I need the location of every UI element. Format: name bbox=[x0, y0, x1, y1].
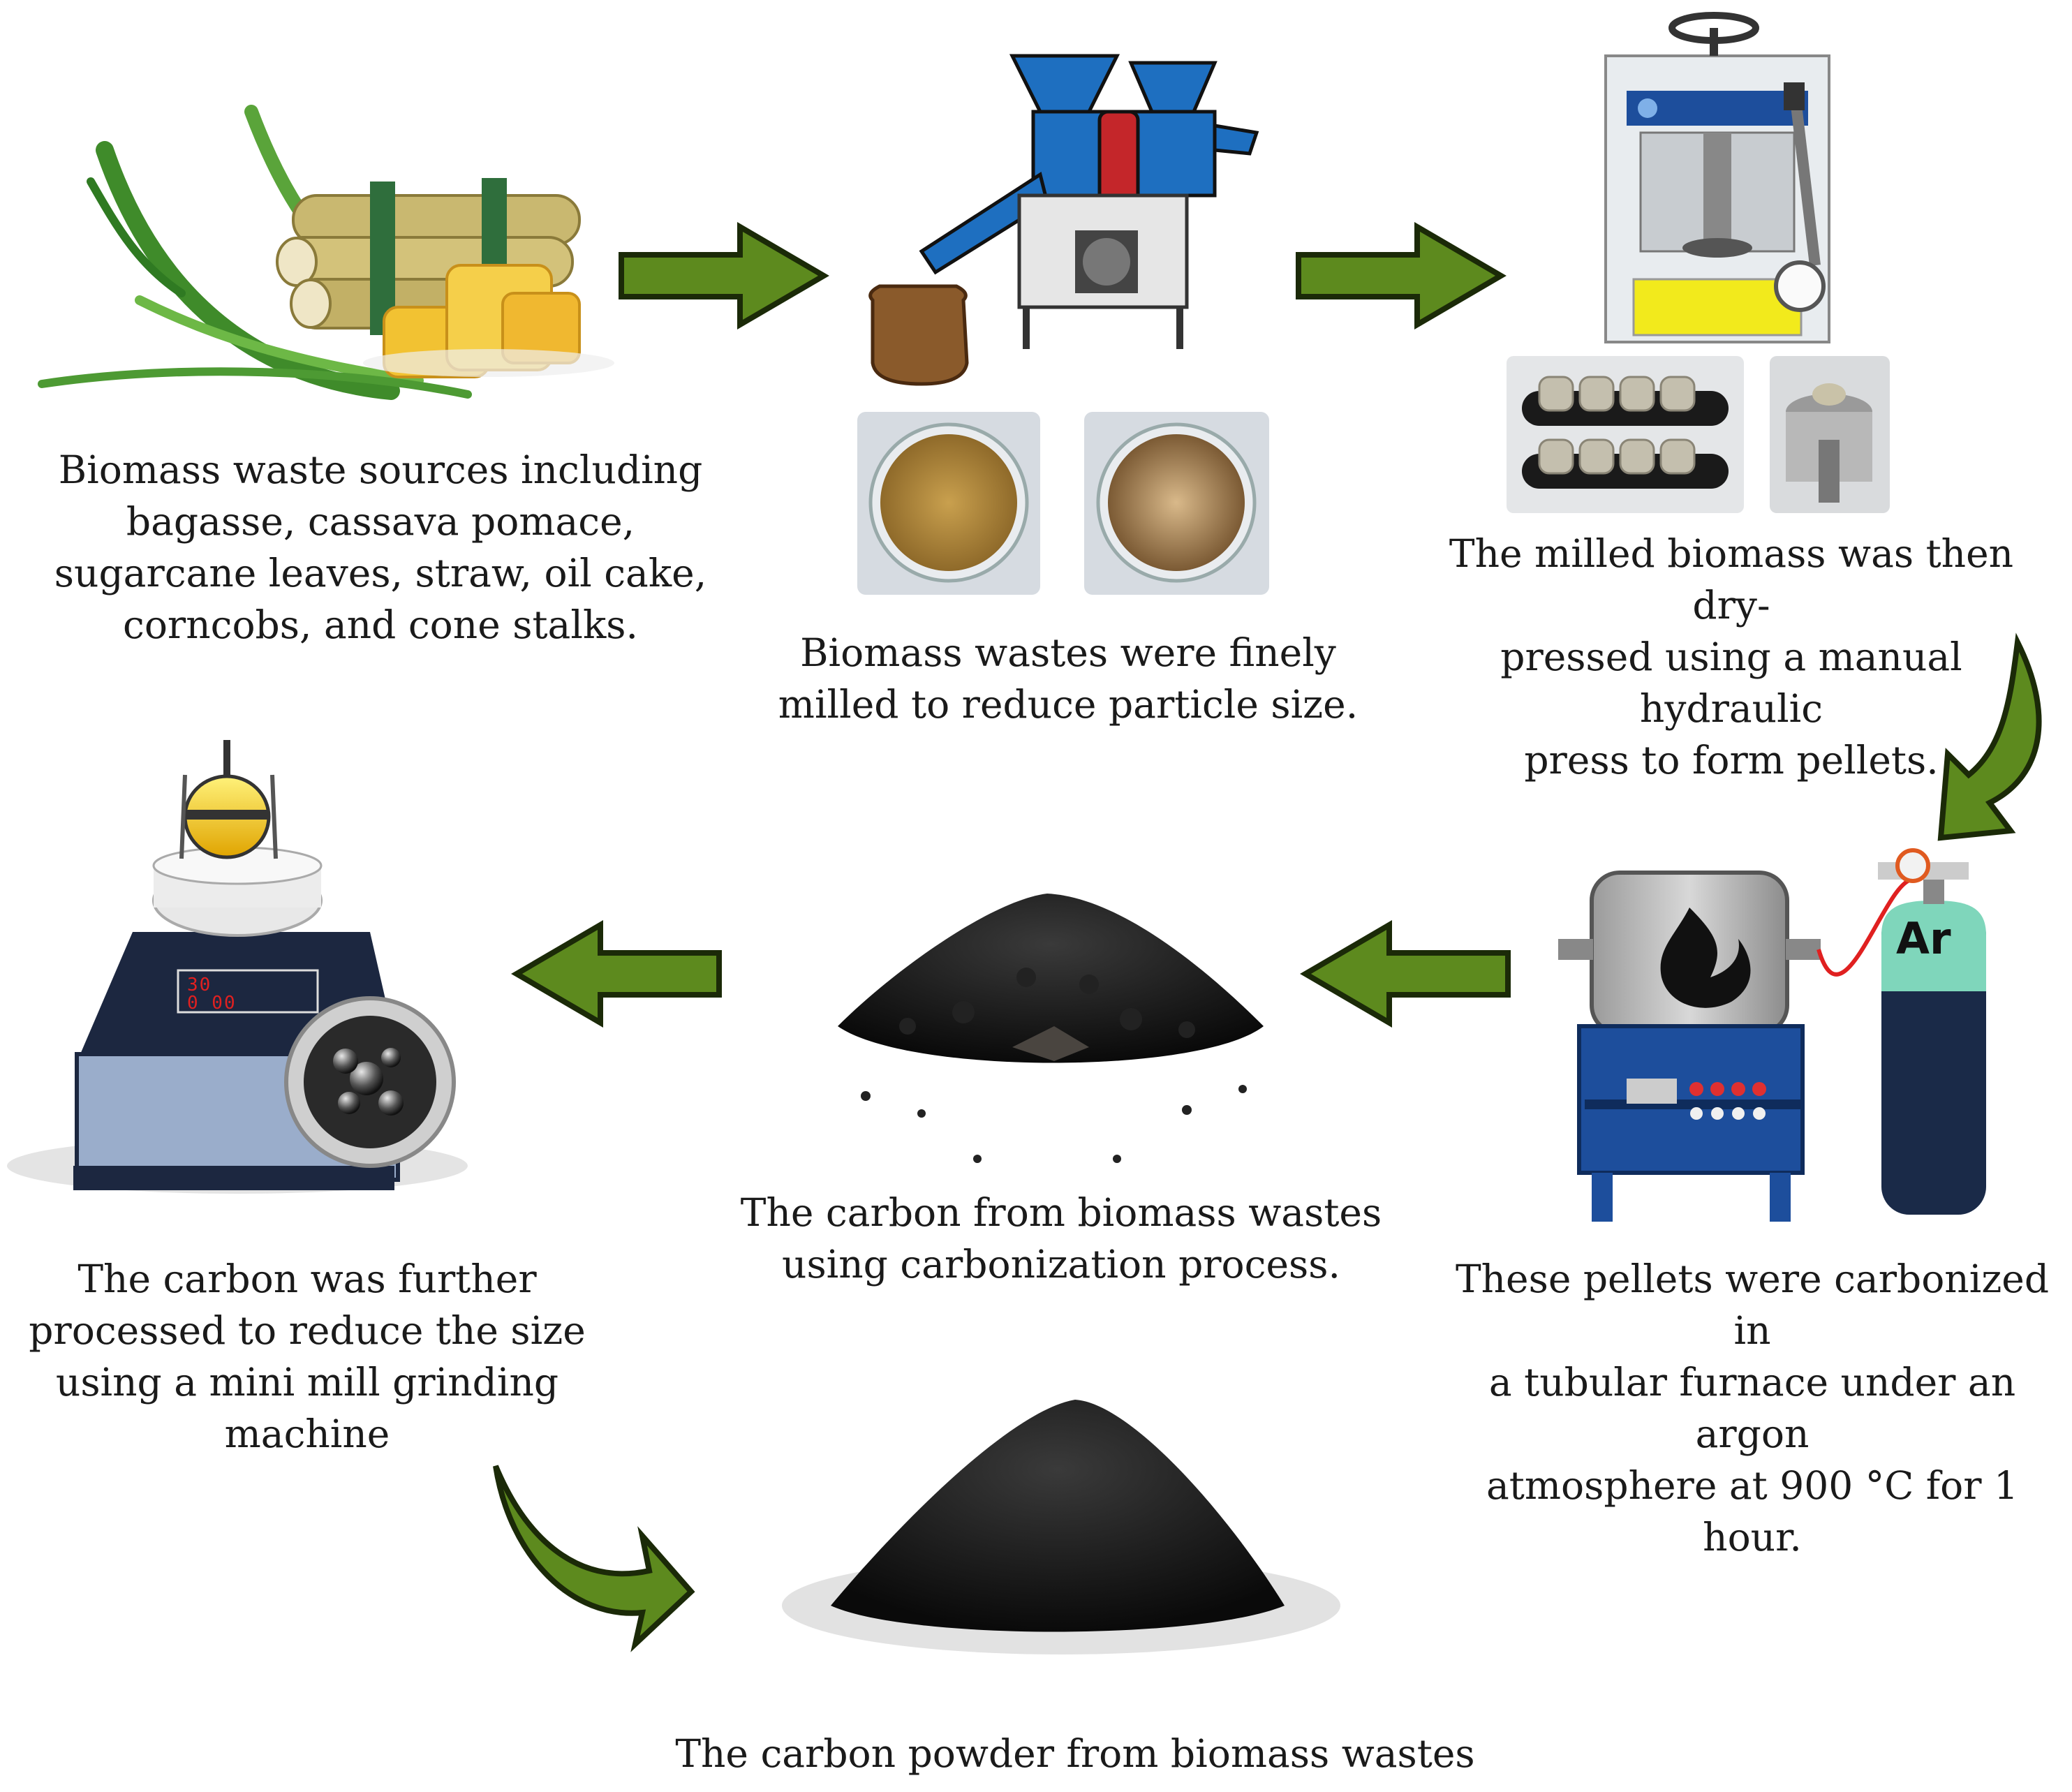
carbon-powder-illustration bbox=[782, 1400, 1340, 1654]
mini-mill-illustration bbox=[7, 740, 468, 1194]
argon-cylinder-label: Ar bbox=[1896, 913, 1951, 964]
mill-display-bottom: 0 00 bbox=[187, 993, 237, 1014]
biomass-sources-illustration bbox=[38, 105, 614, 400]
pellet-die-photo bbox=[1770, 356, 1890, 513]
tube-furnace-illustration bbox=[1558, 871, 1821, 1222]
flow-arrow-icon bbox=[1296, 222, 1507, 329]
hydraulic-press-illustration bbox=[1604, 12, 1830, 343]
caption-carbon-product: The carbon from biomass wastes using car… bbox=[740, 1190, 1382, 1287]
curved-arrow-icon bbox=[1937, 632, 2042, 841]
flow-arrow-icon bbox=[511, 920, 722, 1028]
caption-biomass-sources: Biomass waste sources including bagasse,… bbox=[54, 447, 707, 647]
mill-machine-illustration bbox=[868, 54, 1259, 386]
flow-arrow-icon bbox=[1300, 920, 1511, 1028]
carbon-pile-illustration bbox=[838, 894, 1264, 1163]
curved-arrow-icon bbox=[493, 1465, 695, 1652]
pellets-tray-photo bbox=[1507, 356, 1744, 513]
caption-grinding: The carbon was further processed to redu… bbox=[29, 1257, 586, 1456]
flow-arrow-icon bbox=[619, 222, 829, 329]
caption-milling: Biomass wastes were finely milled to red… bbox=[778, 630, 1359, 727]
caption-carbonization-furnace: These pellets were carbonized in a tubul… bbox=[1455, 1257, 2050, 1560]
flame-icon bbox=[1660, 908, 1751, 1008]
mill-display-top: 30 bbox=[187, 975, 212, 995]
milled-bagasse-dish-photo bbox=[857, 412, 1040, 595]
caption-pressing: The milled biomass was then dry- pressed… bbox=[1449, 531, 2014, 783]
caption-carbon-powder: The carbon powder from biomass wastes bbox=[675, 1731, 1475, 1776]
argon-cylinder-illustration bbox=[1816, 848, 1986, 1215]
milled-flakes-dish-photo bbox=[1084, 412, 1269, 595]
